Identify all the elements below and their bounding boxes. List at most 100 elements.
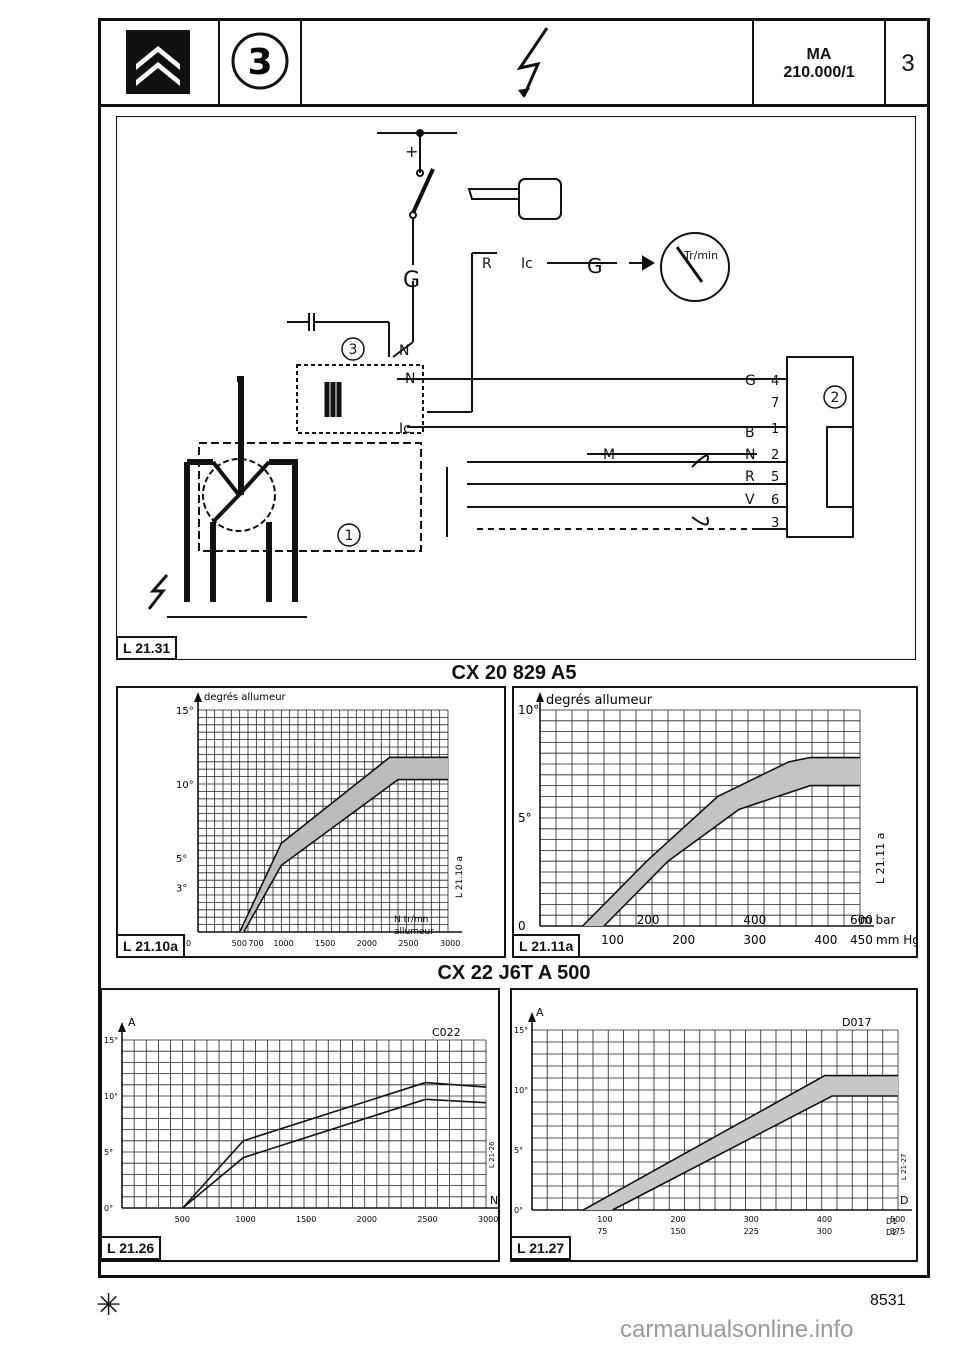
c-r-label: R [745, 469, 755, 485]
x-tick-bottom-label: 300 [743, 933, 766, 947]
header-page-cell: 3 [886, 18, 930, 106]
page-frame [98, 18, 930, 1278]
ma-label: MA [806, 46, 832, 63]
chart-side-ref: L 21.10 a [455, 856, 465, 898]
y-tick-label: 10° [514, 1086, 528, 1095]
plus-label: + [405, 142, 418, 161]
x-axis-label: N [490, 1194, 498, 1207]
curve-label: C022 [432, 1026, 461, 1039]
curve-label: D017 [842, 1016, 871, 1029]
x-tick-label: 1000 [273, 939, 293, 948]
chart-side-ref: L 21-27 [900, 1154, 908, 1180]
page-index: 3 [901, 50, 915, 77]
x-tick-label: 2000 [357, 1215, 377, 1224]
c-b-label: B [745, 425, 755, 441]
advance-band [582, 757, 860, 926]
citroen-logo [126, 30, 190, 94]
callout-3: 3 [349, 342, 358, 358]
n-coil-label: N [405, 371, 415, 387]
callout-1: 1 [345, 528, 354, 544]
header-section-cell: 3 [220, 18, 302, 106]
section-number: 3 [247, 42, 272, 83]
ic-wire-label: Ic [399, 421, 411, 437]
x-tick-label: 2500 [417, 1215, 437, 1224]
y-tick-label: 15° [176, 706, 194, 717]
y-tick-label: 10° [518, 703, 539, 717]
y-tick-label: 0 [518, 919, 526, 933]
section1-title: CX 20 829 A5 [451, 662, 577, 684]
y-axis-label: A [536, 1006, 544, 1019]
x-tick-label: 1000 [235, 1215, 255, 1224]
x-axis-label-2: allumeur [394, 927, 434, 937]
x-tick-d1-label: 500 [890, 1215, 905, 1224]
connector-pin-label: 3 [771, 516, 779, 531]
tach-label: Tr/min [683, 249, 718, 262]
asterisk-icon: ✳ [96, 1289, 122, 1322]
x-tick-top-label: 200 [637, 913, 660, 927]
x-tick-d1-label: 200 [670, 1215, 685, 1224]
y-axis-arrow [194, 692, 202, 702]
y-tick-label: 5° [518, 811, 532, 825]
y-tick-label: 10° [104, 1092, 118, 1101]
x-tick-bottom-label: 200 [672, 933, 695, 947]
y-axis-label: degrés allumeur [546, 693, 653, 708]
x-tick-label: 700 [248, 939, 263, 948]
y-tick-label: 5° [104, 1148, 113, 1157]
y-tick-label: 3° [176, 884, 187, 895]
x-tick-d2-label: 300 [817, 1227, 832, 1236]
x-tick-label: 2500 [398, 939, 418, 948]
chart-side-ref: L 21.11 a [874, 833, 887, 884]
x-tick-bottom-label: 450 [850, 933, 873, 947]
m-wire-label: M [603, 447, 615, 463]
x-tick-top-label: 400 [743, 913, 766, 927]
x-tick-bottom-label: 400 [814, 933, 837, 947]
g-wire-label: G [403, 268, 420, 293]
series-line-upper [182, 1081, 487, 1209]
header-logo-cell [98, 18, 220, 106]
y-axis-label: A [128, 1016, 136, 1029]
x-tick-label: 500 [175, 1215, 190, 1224]
x-tick-label: 2000 [357, 939, 377, 948]
x-tick-d1-label: 400 [817, 1215, 832, 1224]
advance-band [183, 1083, 486, 1208]
y-axis-arrow [528, 1012, 536, 1022]
series-line-lower [603, 784, 860, 927]
header-bolt-cell [302, 18, 754, 106]
y-tick-label: 5° [176, 854, 187, 865]
r-wire-label: R [482, 256, 492, 272]
x-tick-label: 0 [186, 939, 191, 948]
page-number: 8531 [870, 1292, 906, 1309]
header-divider [98, 104, 930, 107]
callout-2: 2 [831, 390, 840, 406]
x-tick-bottom-label: 100 [601, 933, 624, 947]
c-n-label: N [745, 447, 755, 463]
d2-label: D2 [886, 1228, 897, 1237]
y-axis-arrow [118, 1022, 126, 1032]
header-code-cell: MA 210.000/1 [754, 18, 886, 106]
lightning-bolt-icon [516, 27, 549, 98]
y-tick-label: 10° [176, 780, 194, 791]
chart3-ref: L 21.26 [100, 1236, 162, 1260]
series-line-upper [582, 1074, 898, 1211]
series-line-lower [612, 1095, 898, 1211]
c-v-label: V [745, 492, 755, 508]
y-axis-label: degrés allumeur [204, 691, 287, 703]
x-tick-d1-label: 100 [597, 1215, 612, 1224]
chart2-ref: L 21.11a [512, 934, 581, 958]
connector-pin-label: 6 [771, 493, 779, 508]
wiring-diagram: + G N N Ic R Ic G M Tr/min G B N R V 471… [147, 129, 854, 618]
x-tick-label: 3000 [478, 1215, 498, 1224]
x-tick-top-label: 600 [850, 913, 873, 927]
g-top-label: G [587, 254, 603, 278]
x-tick-label: 3000 [440, 939, 460, 948]
x-tick-d2-label: 225 [744, 1227, 759, 1236]
advance-band [239, 757, 448, 932]
